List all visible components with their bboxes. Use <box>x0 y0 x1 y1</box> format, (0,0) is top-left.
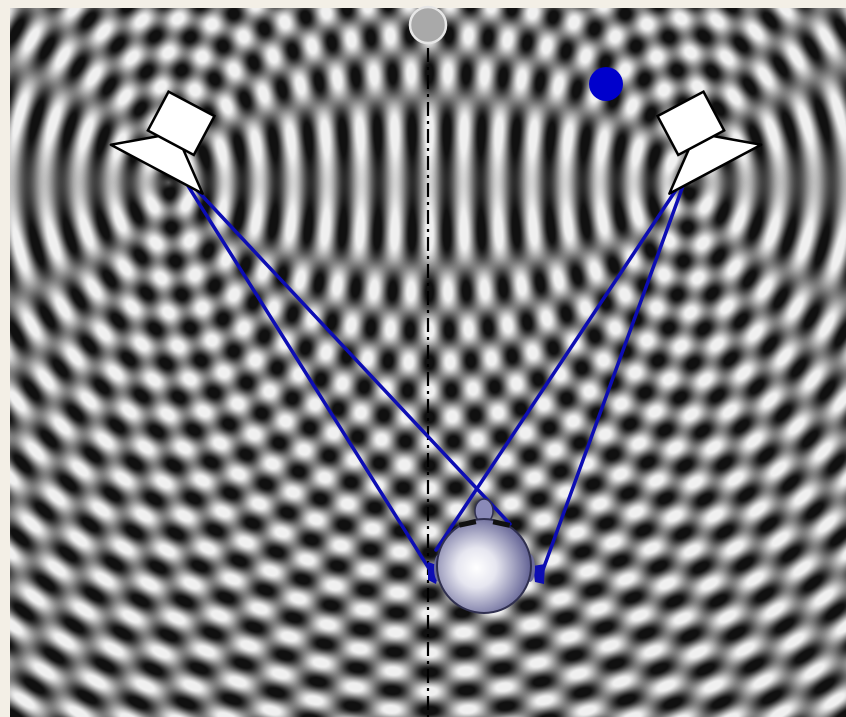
ray-left-to-right-ear <box>176 168 512 526</box>
loudspeaker-icon[interactable] <box>109 79 238 195</box>
listener-head <box>436 518 532 614</box>
loudspeaker-icon[interactable] <box>635 79 763 195</box>
ray-right-to-right-ear <box>538 170 690 580</box>
center-marker[interactable] <box>408 5 448 45</box>
ray-right-to-left-ear <box>434 170 690 552</box>
listener-left-eye <box>458 519 477 528</box>
ray-left-to-left-ear <box>176 168 435 577</box>
blue-dot-marker[interactable] <box>589 67 623 101</box>
right-ear-arrowhead <box>533 564 545 584</box>
listener-head-icon[interactable] <box>434 498 535 614</box>
listener-right-eye <box>492 519 511 528</box>
sound-rays <box>176 168 690 580</box>
